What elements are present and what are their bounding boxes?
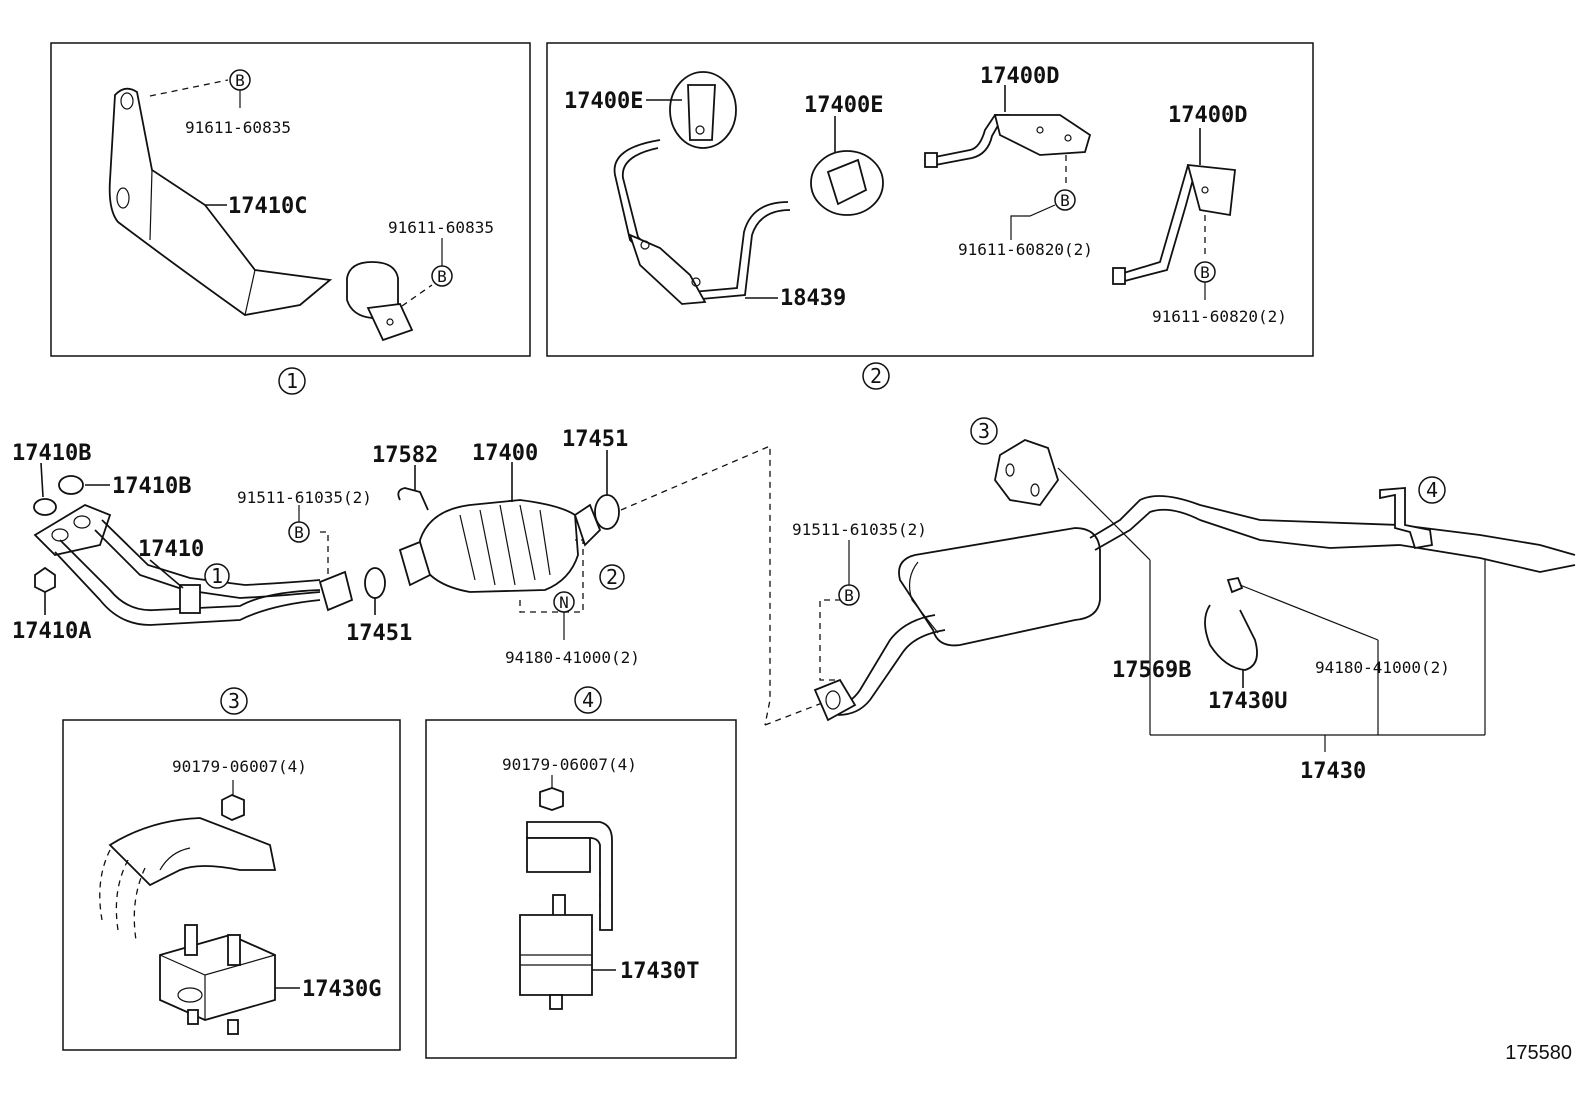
hanger-17569b	[994, 439, 1059, 506]
panel-2-frame	[546, 42, 1314, 357]
bolt-marker-label: B	[1200, 263, 1210, 282]
bolt-marker-label: B	[235, 71, 245, 90]
nut-17410a	[34, 566, 56, 594]
gasket-17451-alt	[594, 494, 620, 530]
bracket-17400d-alt	[1112, 163, 1236, 285]
pipe-flange	[33, 503, 112, 556]
muffler	[898, 527, 1101, 647]
ref-circle-2-label: 2	[870, 364, 882, 388]
part-label-91511-61035: 91511-61035(2)	[792, 520, 927, 539]
bolt-marker-label: B	[1060, 191, 1070, 210]
gasket-17410b-alt	[58, 475, 84, 495]
part-label-91611-60820: 91611-60820(2)	[1152, 307, 1287, 326]
part-label-17430: 17430	[1300, 759, 1366, 784]
ref-circle-2-label: 2	[606, 565, 618, 589]
part-label-17430t: 17430T	[620, 959, 699, 984]
part-label-17400e: 17400E	[564, 89, 643, 114]
ref-circle-1-label: 1	[211, 564, 223, 588]
ref-circle-2	[599, 564, 625, 590]
part-label-17451: 17451	[562, 427, 628, 452]
part-label-17582: 17582	[372, 443, 438, 468]
bolt-marker-label: B	[844, 586, 854, 605]
part-label-90179-06007: 90179-06007(4)	[502, 755, 637, 774]
part-label-17410c: 17410C	[228, 194, 307, 219]
tail-pipe-flange	[813, 678, 857, 722]
gasket-17451	[364, 567, 386, 599]
gasket-17410b	[33, 498, 57, 516]
part-label-17430g: 17430G	[302, 977, 381, 1002]
ref-circle-1	[204, 563, 230, 589]
hanger-bracket-rear	[1379, 487, 1434, 550]
bolt-marker-label: B	[437, 267, 447, 286]
part-label-17400d: 17400D	[1168, 103, 1247, 128]
part-label-17400d: 17400D	[980, 64, 1059, 89]
panel-2-hanger-detail: B B 17400E 17400E 18439 17400D 17400D 91…	[546, 42, 1314, 357]
panel-1-bracket-detail: B B 91611-60835 17410C 91611-60835	[50, 42, 531, 357]
ref-circle-2	[862, 362, 890, 390]
part-label-91611-60835: 91611-60835	[388, 218, 494, 237]
ref-circle-4-label: 4	[582, 688, 594, 712]
ref-circle-3-label: 3	[228, 689, 240, 713]
part-label-18439: 18439	[780, 286, 846, 311]
part-label-94180-41000: 94180-41000(2)	[505, 648, 640, 667]
ref-circle-1	[278, 367, 306, 395]
panel-1-frame	[50, 42, 531, 357]
part-label-17569b: 17569B	[1112, 658, 1191, 683]
panel-3-mount-detail	[62, 719, 401, 1051]
ref-circle-3	[970, 417, 998, 445]
part-label-17400e: 17400E	[804, 93, 883, 118]
nut-90179-alt	[539, 787, 564, 811]
part-label-17410: 17410	[138, 537, 204, 562]
bracket-17400d	[924, 114, 1092, 168]
part-label-17410b: 17410B	[112, 474, 191, 499]
part-label-94180-41000: 94180-41000(2)	[1315, 658, 1450, 677]
connection-line	[620, 445, 771, 726]
pipe-clamp	[179, 584, 201, 614]
part-label-91611-60835: 91611-60835	[185, 118, 291, 137]
ref-circle-4-label: 4	[1426, 478, 1438, 502]
catalytic-converter-17400: N	[397, 462, 602, 640]
ref-circle-4	[574, 686, 602, 714]
panel-3-frame	[62, 719, 401, 1051]
part-label-17430u: 17430U	[1208, 689, 1287, 714]
panel-4-mount-detail	[425, 719, 737, 1059]
bracket-17410c	[108, 87, 333, 316]
part-label-91511-61035: 91511-61035(2)	[237, 488, 372, 507]
tail-pipe-assembly: B 3 4	[813, 417, 1576, 752]
part-label-17451: 17451	[346, 621, 412, 646]
diagram-reference-number: 175580	[1505, 1042, 1572, 1064]
ref-circle-4	[1418, 476, 1446, 504]
ref-circle-3	[220, 687, 248, 715]
rubber-hanger-17400e	[669, 71, 737, 149]
ref-circle-1-label: 1	[286, 369, 298, 393]
mount-bracket-alt	[526, 821, 613, 931]
rubber-mount-17430g	[159, 934, 276, 1021]
panel-4-frame	[425, 719, 737, 1059]
clamp-part	[346, 261, 433, 342]
bolt-marker-label: B	[294, 523, 304, 542]
nut-90179	[221, 794, 245, 821]
front-pipe-assembly: B 1	[33, 462, 386, 626]
part-label-90179-06007: 90179-06007(4)	[172, 757, 307, 776]
hanger-bracket-18439	[613, 139, 791, 305]
part-label-17410a: 17410A	[12, 619, 91, 644]
part-label-17410b: 17410B	[12, 441, 91, 466]
part-label-17400: 17400	[472, 441, 538, 466]
mount-bracket	[108, 817, 277, 887]
nut-marker-label: N	[559, 593, 569, 612]
ref-circle-3-label: 3	[978, 419, 990, 443]
bolt-marker-b	[1054, 189, 1076, 211]
part-label-91611-60820: 91611-60820(2)	[958, 240, 1093, 259]
rubber-hanger-17400e-alt	[810, 150, 884, 216]
